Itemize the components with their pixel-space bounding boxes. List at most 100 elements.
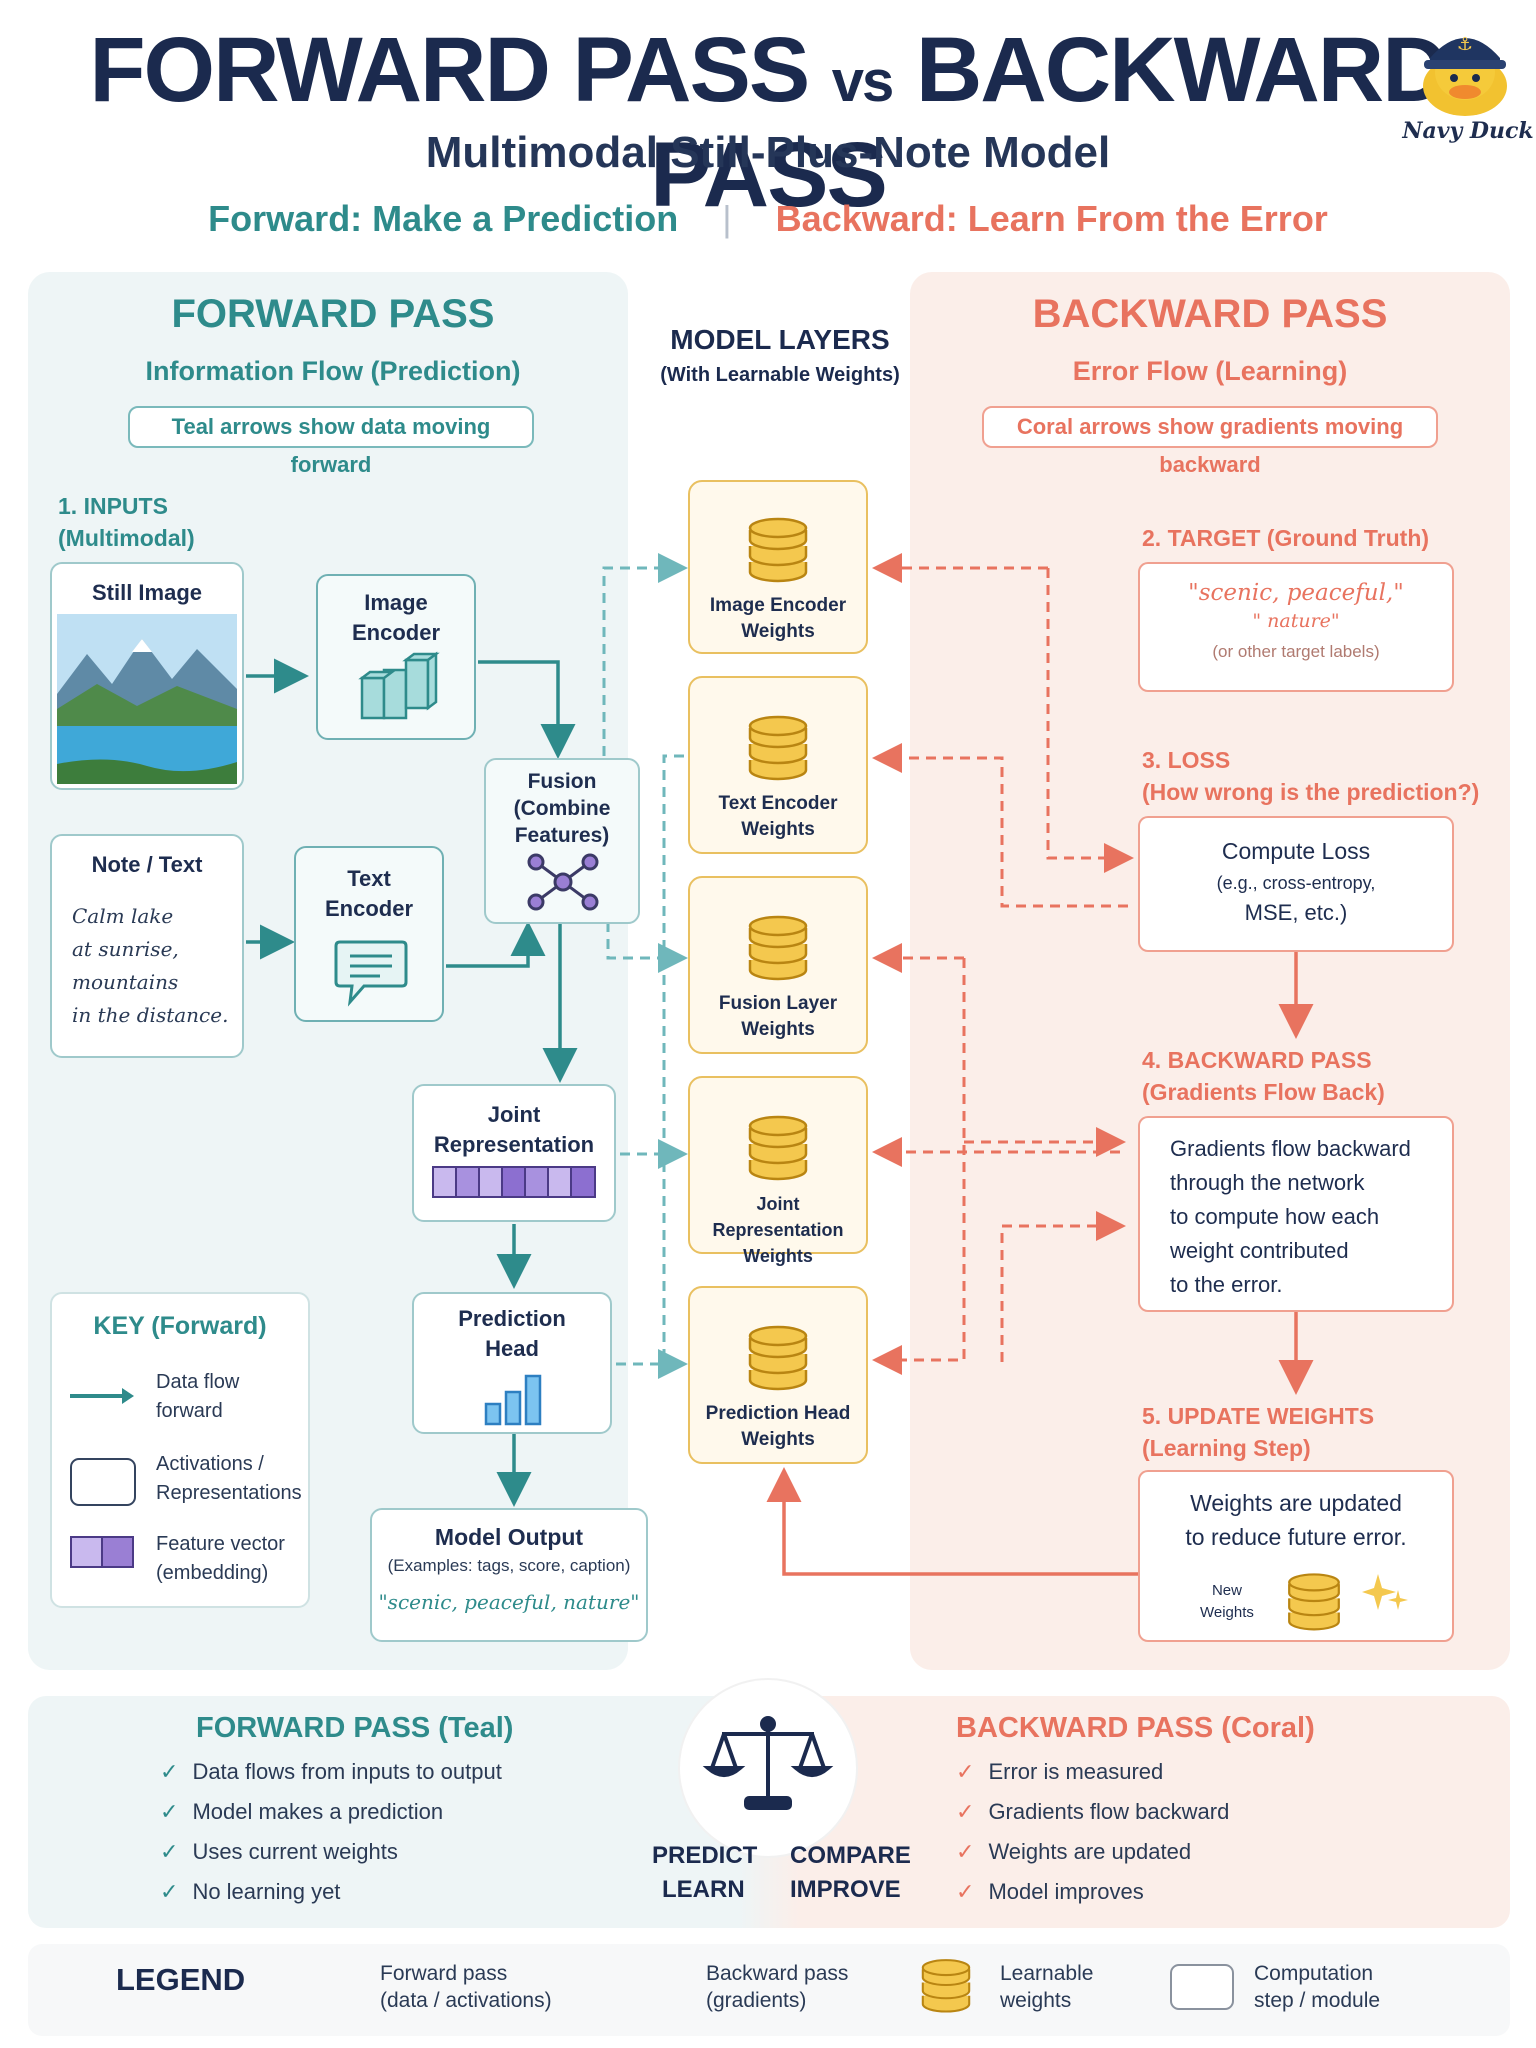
new-weights-label: New Weights — [1200, 1580, 1254, 1624]
loss-box: Compute Loss (e.g., cross-entropy, MSE, … — [1138, 816, 1454, 952]
text-encoder-line: Text — [347, 866, 391, 891]
backward-step-label: 4. BACKWARD PASS (Gradients Flow Back) — [1142, 1044, 1385, 1108]
weights-line: Joint Representation — [712, 1194, 844, 1240]
note-line: mountains — [72, 970, 179, 994]
image-encoder-label: Image Encoder — [318, 588, 474, 648]
key-label: Representations — [156, 1482, 302, 1504]
gradients-line: weight contributed — [1170, 1238, 1349, 1263]
text-encoder-line: Encoder — [324, 896, 414, 921]
new-weights-icon — [1288, 1573, 1340, 1631]
model-output-examples: (Examples: tags, score, caption) — [387, 1556, 631, 1575]
text-encoder-box: Text Encoder — [294, 846, 444, 1022]
weights-stack-icon — [748, 715, 808, 781]
image-encoder-weights: Image Encoder Weights — [688, 480, 868, 654]
landscape-image — [57, 614, 237, 784]
weights-line: Weights — [741, 1429, 815, 1450]
key-item-feature-vector: Feature vector (embedding) — [156, 1530, 285, 1588]
gradients-line: to compute how each — [1170, 1204, 1380, 1229]
weights-stack-icon — [748, 1115, 808, 1181]
update-text: Weights are updated to reduce future err… — [1140, 1486, 1452, 1554]
new-weights-line: Weights — [1200, 1604, 1254, 1621]
update-label-1: 5. UPDATE WEIGHTS — [1142, 1403, 1375, 1429]
weights-line: Fusion Layer — [718, 993, 838, 1014]
summary-backward-item: ✓ Error is measured — [956, 1752, 1229, 1792]
backward-label-2: (Gradients Flow Back) — [1142, 1079, 1385, 1105]
legend-line: (data / activations) — [380, 1989, 552, 2012]
check-icon: ✓ — [956, 1799, 975, 1824]
target-line-3: (or other target labels) — [1212, 642, 1380, 661]
gradients-box: Gradients flow backward through the netw… — [1138, 1116, 1454, 1312]
gradients-text: Gradients flow backward through the netw… — [1170, 1132, 1411, 1302]
summary-item-text: Error is measured — [988, 1759, 1164, 1784]
scale-icon — [702, 1716, 834, 1810]
cycle-learn: LEARN — [662, 1876, 745, 1903]
joint-rep-line: Joint — [487, 1102, 541, 1127]
still-image-card: Still Image — [50, 562, 244, 790]
legend-forward: Forward pass (data / activations) — [380, 1960, 552, 2014]
check-icon: ✓ — [160, 1839, 179, 1864]
summary-item-text: No learning yet — [192, 1879, 341, 1904]
legend-line: Learnable — [1000, 1962, 1094, 1985]
note-line: at sunrise, — [72, 937, 179, 961]
update-weights-box: Weights are updated to reduce future err… — [1138, 1470, 1454, 1642]
joint-representation-weights: Joint Representation Weights — [688, 1076, 868, 1266]
prediction-head-box: Prediction Head — [412, 1292, 612, 1434]
target-line-2: " nature" — [1252, 610, 1340, 632]
loss-detail-1: (e.g., cross-entropy, — [1216, 873, 1376, 893]
gradients-line: Gradients flow backward — [1170, 1136, 1411, 1161]
note-line: in the distance. — [72, 1003, 229, 1027]
image-encoder-line: Image — [364, 590, 428, 615]
update-line: to reduce future error. — [1185, 1524, 1407, 1550]
model-output-title: Model Output — [434, 1524, 584, 1550]
update-weights-label: 5. UPDATE WEIGHTS (Learning Step) — [1142, 1400, 1374, 1464]
loss-label-2: (How wrong is the prediction?) — [1142, 779, 1480, 805]
summary-item-text: Weights are updated — [988, 1839, 1192, 1864]
fusion-line: Fusion — [527, 770, 597, 793]
key-label: Feature vector — [156, 1533, 285, 1555]
legend-line: Forward pass — [380, 1962, 508, 1985]
title-backward: BACKWARD PASS — [650, 19, 1449, 226]
target-line-1: "scenic, peaceful," — [1188, 580, 1404, 606]
weights-line: Weights — [741, 621, 815, 642]
cycle-predict: PREDICT — [652, 1842, 758, 1869]
prediction-head-line: Prediction — [458, 1306, 566, 1331]
weights-label: Fusion Layer Weights — [690, 991, 866, 1043]
forward-note: Teal arrows show data moving forward — [128, 406, 534, 477]
weights-line: Prediction Head — [705, 1403, 851, 1424]
summary-forward-list: ✓Data flows from inputs to output ✓ Model… — [160, 1752, 502, 1912]
summary-backward-list: ✓Error is measured ✓Gradients flow backw… — [956, 1752, 1229, 1912]
forward-key-box: KEY (Forward) Data flow forward Activati… — [50, 1292, 310, 1608]
network-icon — [527, 853, 599, 911]
summary-backward-item: ✓Weights are updated — [956, 1832, 1229, 1872]
model-layers-title: MODEL LAYERS — [670, 324, 890, 355]
legend-line: weights — [1000, 1989, 1072, 2012]
joint-representation-label: Joint Representation — [414, 1100, 614, 1160]
subtitle: Multimodal Still-Plus-Note Model — [425, 128, 1111, 177]
weights-line: Weights — [741, 819, 815, 840]
note-text-card: Note / Text Calm lake at sunrise, mounta… — [50, 834, 244, 1058]
weights-line: Image Encoder — [709, 595, 847, 616]
joint-representation-box: Joint Representation — [412, 1084, 616, 1222]
backward-label-1: 4. BACKWARD PASS — [1142, 1047, 1372, 1073]
summary-item-text: Uses current weights — [192, 1839, 398, 1864]
weights-label: Joint Representation Weights — [690, 1191, 866, 1269]
speech-bubble-icon — [334, 940, 408, 1007]
note-text-label: Note / Text — [91, 852, 203, 877]
note-text-content: Calm lake at sunrise, mountains in the d… — [72, 900, 228, 1032]
prediction-head-line: Head — [485, 1336, 539, 1361]
check-icon: ✓ — [956, 1759, 975, 1784]
cycle-compare: COMPARE — [790, 1842, 911, 1869]
inputs-label: 1. INPUTS (Multimodal) — [58, 490, 195, 554]
summary-item-text: Model improves — [988, 1879, 1144, 1904]
weights-stack-icon — [748, 517, 808, 583]
summary-forward-item: ✓Data flows from inputs to output — [160, 1752, 502, 1792]
summary-forward-item: ✓ Uses current weights — [160, 1832, 502, 1872]
target-label: 2. TARGET (Ground Truth) — [1142, 525, 1430, 551]
fusion-label: Fusion (Combine Features) — [486, 768, 638, 849]
tagline-separator: | — [722, 198, 732, 239]
sparkle-icon — [1362, 1574, 1408, 1610]
svg-text:⚓: ⚓ — [1457, 34, 1473, 55]
summary-item-text: Model makes a prediction — [192, 1799, 444, 1824]
weights-label: Image Encoder Weights — [690, 593, 866, 645]
